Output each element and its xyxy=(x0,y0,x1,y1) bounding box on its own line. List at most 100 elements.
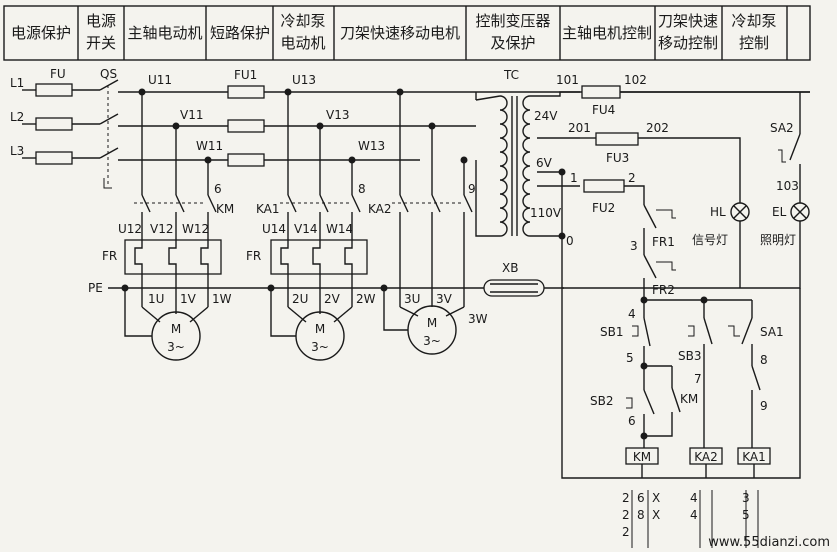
control-rungs: 4 SB1 5 SB2 6 KM KM SB3 7 xyxy=(561,288,801,479)
coil-km-label: KM xyxy=(633,450,651,464)
label-2u: 2U xyxy=(292,292,308,306)
fuse-fu-l3 xyxy=(35,151,73,165)
label-ka1-num: 8 xyxy=(358,182,366,196)
watermark: www.55dianzi.com xyxy=(708,535,830,550)
header-cell-tool-rapid-motor: 刀架快速移动电机 xyxy=(340,24,460,42)
label-202: 202 xyxy=(646,121,669,135)
header-cell-coolant-ctrl-2: 控制 xyxy=(739,34,769,52)
label-fr-2: FR xyxy=(246,249,261,263)
label-1v: 1V xyxy=(180,292,197,306)
header-cell-power-switch-2: 开关 xyxy=(86,34,116,52)
label-9: 9 xyxy=(760,399,768,413)
label-fr1: FR1 xyxy=(652,235,675,249)
header-cell-short-protect: 短路保护 xyxy=(210,24,270,42)
label-qs: QS xyxy=(100,67,117,81)
label-5: 5 xyxy=(626,351,634,365)
tc-primary-coil xyxy=(499,95,508,237)
header-cell-coolant-motor-2: 电动机 xyxy=(280,34,325,52)
node-w13: W13 xyxy=(358,139,385,153)
label-el-cn: 照明灯 xyxy=(760,233,796,247)
label-201: 201 xyxy=(568,121,591,135)
label-4: 4 xyxy=(628,307,636,321)
motor-1-branch: 6 KM U12 V12 W12 FR 1U 1V 1W M 3~ xyxy=(102,92,234,361)
label-sb1: SB1 xyxy=(600,325,623,339)
header-cell-power-protect: 电源保护 xyxy=(11,24,71,42)
qs-blade-2 xyxy=(99,113,119,125)
motor-3-branch: 9 KA2 3U 3V 3W M 3~ xyxy=(368,92,488,355)
label-ka2: KA2 xyxy=(368,202,392,216)
label-v12: V12 xyxy=(150,222,173,236)
label-24v: 24V xyxy=(534,109,558,123)
label-w12: W12 xyxy=(182,222,209,236)
fr-contacts: FR1 3 FR2 xyxy=(630,204,676,300)
label-102: 102 xyxy=(624,73,647,87)
header-cell-rapid-ctrl-1: 刀架快速 xyxy=(658,12,718,30)
label-sa1: SA1 xyxy=(760,325,784,339)
label-2w: 2W xyxy=(356,292,376,306)
xref-3a: X xyxy=(652,491,660,505)
motor-2-label: M xyxy=(315,322,325,336)
label-w14: W14 xyxy=(326,222,353,236)
label-l3: L3 xyxy=(10,144,24,158)
label-ka1: KA1 xyxy=(256,202,280,216)
label-fu2: FU2 xyxy=(592,201,615,215)
xref-1c: 2 xyxy=(622,525,630,539)
header-border xyxy=(3,5,811,61)
xref-4a: 4 xyxy=(690,491,698,505)
label-1w: 1W xyxy=(212,292,232,306)
motor-1-sub: 3~ xyxy=(167,340,185,354)
label-6: 6 xyxy=(628,414,636,428)
label-fu: FU xyxy=(50,67,66,81)
label-2: 2 xyxy=(628,171,636,185)
node-u13: U13 xyxy=(292,73,316,87)
xref-1b: 2 xyxy=(622,508,630,522)
label-1u: 1U xyxy=(148,292,164,306)
header-table: 电源保护 电源 开关 主轴电动机 短路保护 冷却泵 电动机 刀架快速移动电机 控… xyxy=(3,5,811,61)
label-u14: U14 xyxy=(262,222,286,236)
node-u11: U11 xyxy=(148,73,172,87)
coil-ka2-label: KA2 xyxy=(694,450,718,464)
xref-1a: 2 xyxy=(622,491,630,505)
label-fu3: FU3 xyxy=(606,151,629,165)
header-cell-spindle-ctrl: 主轴电机控制 xyxy=(562,24,652,42)
label-7: 7 xyxy=(694,372,702,386)
xref-2b: 8 xyxy=(637,508,645,522)
fuse-fu3 xyxy=(595,132,639,146)
fuse-fu1-2 xyxy=(227,119,265,133)
node-v13: V13 xyxy=(326,108,349,122)
motor-2-sub: 3~ xyxy=(311,340,329,354)
label-sa2: SA2 xyxy=(770,121,794,135)
label-l2: L2 xyxy=(10,110,24,124)
connector-xb xyxy=(483,279,545,297)
label-hl-cn: 信号灯 xyxy=(692,233,728,247)
label-fu4: FU4 xyxy=(592,103,615,117)
header-cell-ctrl-transformer-2: 及保护 xyxy=(490,34,535,52)
xref-4b: 4 xyxy=(690,508,698,522)
label-6v: 6V xyxy=(536,156,553,170)
label-zero: 0 xyxy=(566,234,574,248)
label-hl: HL xyxy=(710,205,726,219)
tc-secondary-coil xyxy=(522,95,531,237)
xref-3b: X xyxy=(652,508,660,522)
label-101: 101 xyxy=(556,73,579,87)
label-km: KM xyxy=(216,202,234,216)
label-sb3: SB3 xyxy=(678,349,701,363)
label-v14: V14 xyxy=(294,222,317,236)
node-w11: W11 xyxy=(196,139,223,153)
node-v11: V11 xyxy=(180,108,203,122)
label-8: 8 xyxy=(760,353,768,367)
label-tc: TC xyxy=(503,68,519,82)
label-u12: U12 xyxy=(118,222,142,236)
qs-blade-1 xyxy=(99,79,119,91)
fuse-fu-l2 xyxy=(35,117,73,131)
label-110v: 110V xyxy=(530,206,562,220)
label-el: EL xyxy=(772,205,787,219)
xref-5b: 5 xyxy=(742,508,750,522)
motor-3-sub: 3~ xyxy=(423,334,441,348)
label-1: 1 xyxy=(570,171,578,185)
label-fr2: FR2 xyxy=(652,283,675,297)
label-103: 103 xyxy=(776,179,799,193)
label-3v: 3V xyxy=(436,292,453,306)
